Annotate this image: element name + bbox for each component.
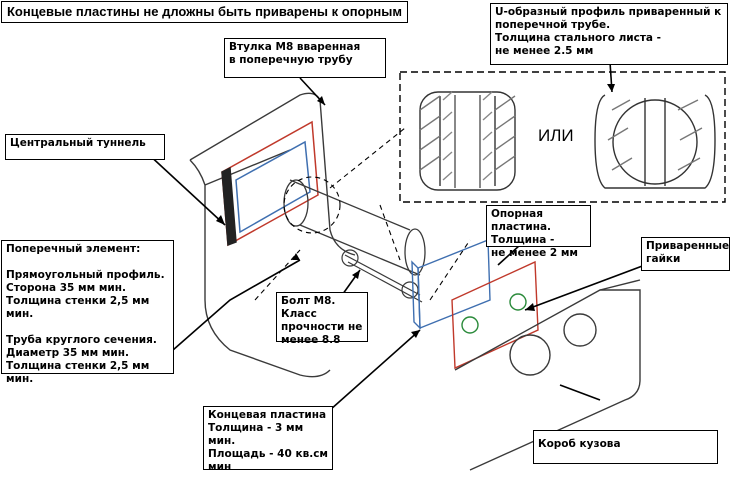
title-label: Концевые пластины не дложны быть приваре… <box>1 1 409 23</box>
body-box-shape <box>454 279 641 471</box>
detail-box <box>399 71 726 203</box>
welded-nuts-label: Приваренные гайки <box>641 237 730 271</box>
cross-member-label: Поперечный элемент: Прямоугольный профил… <box>1 240 174 385</box>
end-plate-shape <box>451 260 539 370</box>
u-profile-label: U-образный профиль приваренный к попереч… <box>490 3 728 65</box>
support-plate-label: Опорная пластина. Толщина - не менее 2 м… <box>486 205 591 259</box>
round-tube-section <box>419 91 516 191</box>
arrow-heads <box>216 84 615 338</box>
central-tunnel-label: Центральный туннель <box>5 134 165 160</box>
bolt-shape <box>341 249 423 303</box>
bolt-label: Болт М8. Класс прочности не менее 8.8 <box>276 292 368 346</box>
end-plate-label: Концевая пластина Толщина - 3 мм мин. Пл… <box>203 406 333 473</box>
detail-links <box>254 127 471 301</box>
sleeve-label: Втулка М8 вваренная в поперечную трубу <box>224 38 386 78</box>
body-box-label: Короб кузова <box>533 430 718 464</box>
or-label: ИЛИ <box>538 126 574 145</box>
u-profile-section <box>594 94 716 189</box>
tunnel-mount-plate <box>221 120 319 247</box>
cross-tube <box>283 179 426 276</box>
support-plate-shape <box>411 238 491 330</box>
